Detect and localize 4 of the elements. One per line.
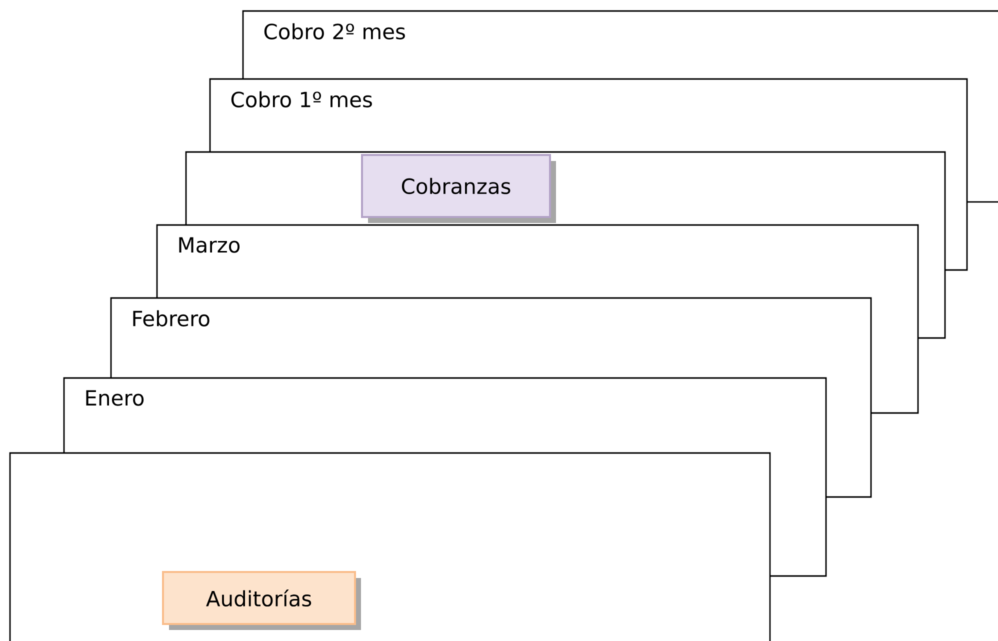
node-text: Marzo (179, 237, 240, 253)
node-text: Cobro 2º mes (264, 23, 405, 40)
label-box: Auditorías (162, 571, 361, 630)
label-box: Cobranzas (361, 154, 556, 223)
